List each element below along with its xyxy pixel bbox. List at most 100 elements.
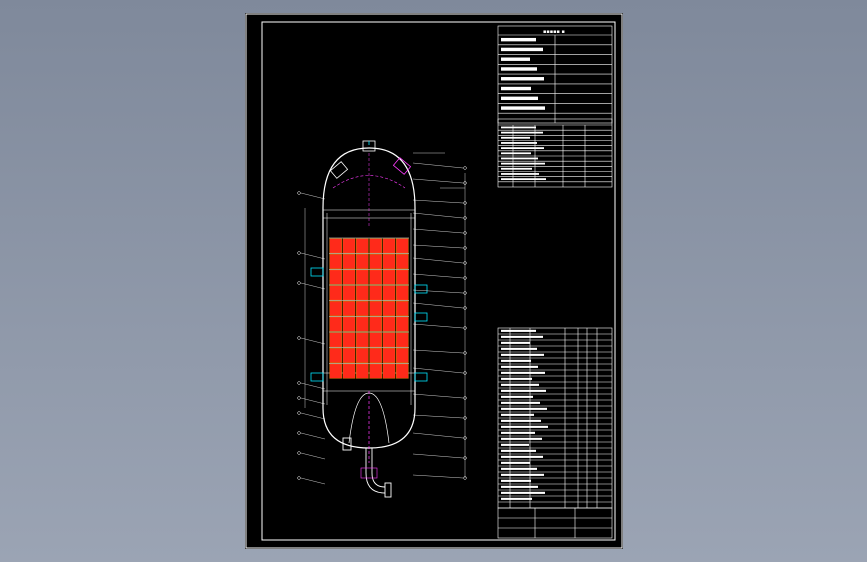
bottom-outlet-pipe <box>342 437 392 498</box>
table-cell-text <box>501 341 530 344</box>
table-cell-text <box>501 449 536 452</box>
leader-balloon <box>297 336 301 340</box>
table-cell-text <box>501 425 548 428</box>
leader-balloon <box>297 411 301 415</box>
leader-balloon <box>297 451 301 455</box>
leader-line <box>412 199 464 204</box>
table-cell-text <box>501 359 531 362</box>
leader-line <box>412 349 464 354</box>
leader-line <box>412 257 464 264</box>
table-cell-text <box>501 419 541 422</box>
leader-line <box>412 273 464 279</box>
nozzle-table <box>497 118 613 188</box>
packing-cell <box>329 332 342 348</box>
packing-cell <box>342 301 356 316</box>
leader-line <box>412 323 464 329</box>
table-cell-text <box>501 142 537 144</box>
drawing-sheet[interactable]: ▪▪▪▪▪ ▪ <box>245 13 623 549</box>
table-cell-text <box>501 77 544 81</box>
leader-balloon <box>297 431 301 435</box>
leader-line <box>412 453 464 459</box>
leader-line <box>412 393 464 399</box>
table-cell-text <box>501 491 545 494</box>
packing-cell <box>356 254 369 269</box>
packing-cell <box>382 254 396 269</box>
outlet-flange <box>360 467 378 479</box>
table-cell-text <box>501 147 544 150</box>
leader-line <box>300 282 326 290</box>
dimension-lines <box>304 152 466 478</box>
table-cell-text <box>501 473 544 476</box>
packing-cell <box>342 269 356 285</box>
table-cell-text <box>501 335 543 338</box>
bottom-support <box>348 391 390 463</box>
packing-cell <box>356 348 369 363</box>
leader-balloon <box>297 281 301 285</box>
packing-cell <box>396 348 409 363</box>
packing-cell <box>369 332 382 348</box>
table-cell-text <box>501 389 546 392</box>
table-cell-text <box>501 431 535 434</box>
packing-cell <box>342 332 356 348</box>
table-cell-text <box>501 106 545 110</box>
table-cell-text <box>501 131 543 134</box>
leader-line <box>412 289 464 294</box>
packing-cell <box>396 332 409 348</box>
packing-cell <box>382 316 396 332</box>
outer-border <box>245 13 623 549</box>
table-cell-text <box>501 461 530 464</box>
packing-cell <box>396 254 409 269</box>
table-cell-text <box>501 443 529 446</box>
side-nozzles <box>310 267 428 382</box>
leader-balloon <box>297 396 301 400</box>
table-cell-text <box>501 162 545 165</box>
table-cell-text <box>501 407 547 410</box>
leader-line <box>300 412 326 420</box>
packing-bed <box>329 237 409 379</box>
leader-balloon <box>297 251 301 255</box>
packing-cell <box>369 348 382 363</box>
leader-line <box>300 382 326 390</box>
packing-cell <box>369 363 382 379</box>
table-cell-text <box>501 329 536 332</box>
packing-cell <box>356 332 369 348</box>
table-cell-text <box>501 152 531 155</box>
packing-cell <box>356 301 369 316</box>
packing-cell <box>342 285 356 301</box>
packing-cell <box>342 316 356 332</box>
leader-balloon <box>297 191 301 195</box>
packing-cell <box>382 332 396 348</box>
table-cell-text <box>501 173 539 175</box>
packing-cell <box>382 269 396 285</box>
design-data-caption: ▪▪▪▪▪ ▪ <box>543 29 565 35</box>
inner-border <box>261 21 616 541</box>
title-block <box>497 507 613 539</box>
leader-line <box>412 367 464 374</box>
packing-cell <box>382 238 396 254</box>
table-cell-text <box>501 86 531 91</box>
leader-line <box>412 302 464 309</box>
packing-cell <box>382 301 396 316</box>
table-cell-text <box>501 96 538 101</box>
packing-cell <box>369 238 382 254</box>
packing-cell <box>329 301 342 316</box>
table-cell-text <box>501 437 542 440</box>
table-cell-text <box>501 365 538 368</box>
leader-line <box>300 432 326 440</box>
table-cell-text <box>501 57 530 61</box>
top-nozzles <box>329 140 412 179</box>
table-cell-text <box>501 353 544 356</box>
table-cell-text <box>501 136 530 139</box>
packing-cell <box>342 348 356 363</box>
leader-line <box>300 252 326 260</box>
leader-line <box>412 162 464 169</box>
packing-cell <box>329 269 342 285</box>
distributor-dashed-line <box>332 175 406 189</box>
table-cell-text <box>501 126 536 129</box>
packing-cell <box>382 285 396 301</box>
packing-cell <box>356 238 369 254</box>
packing-cell <box>356 285 369 301</box>
packing-cell <box>369 254 382 269</box>
packing-cell <box>356 269 369 285</box>
table-cell-text <box>501 401 540 404</box>
